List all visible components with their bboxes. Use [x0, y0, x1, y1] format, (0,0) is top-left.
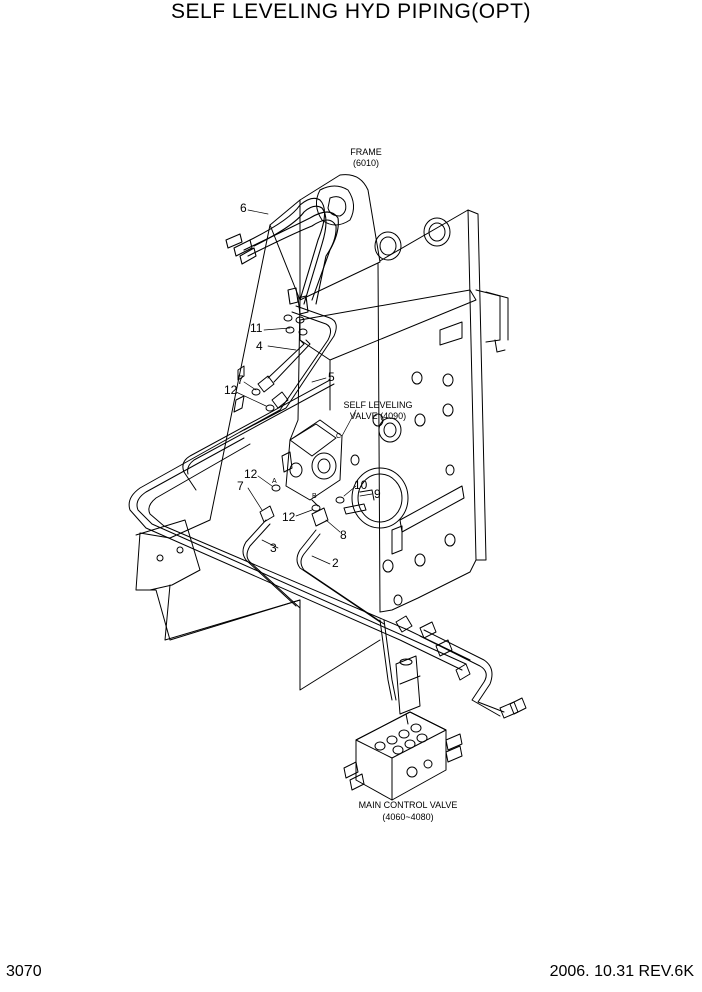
o-rings-top [283, 314, 308, 336]
fittings-left-7-12 [233, 365, 289, 413]
callout-12-middle: 12 [244, 467, 258, 481]
mcv-name-label: MAIN CONTROL VALVE [359, 800, 458, 810]
callout-3: 3 [270, 541, 277, 555]
callout-8: 8 [340, 528, 347, 542]
fittings-center [259, 484, 375, 527]
long-pipe-runs [128, 379, 527, 719]
callout-10: 10 [354, 478, 368, 492]
self-leveling-valve-part [281, 419, 343, 507]
relief-valve-part [395, 655, 421, 725]
page-number: 3070 [6, 963, 42, 980]
slv-code-label: VALVE (4090) [350, 411, 406, 421]
callout-12-upper: 12 [224, 383, 238, 397]
callout-5: 5 [328, 370, 335, 384]
port-c-label: C [336, 433, 341, 440]
pipe-4-11 [239, 305, 337, 433]
callout-2: 2 [332, 556, 339, 570]
callout-7-upper: 7 [237, 373, 244, 387]
port-b-label: B [312, 493, 317, 500]
callout-11: 11 [250, 321, 263, 335]
callout-6: 6 [240, 201, 247, 215]
leader-lines [235, 209, 373, 565]
page-title: SELF LEVELING HYD PIPING(OPT) [171, 0, 531, 23]
port-a-label: A [272, 478, 277, 485]
slv-name-label: SELF LEVELING [343, 400, 412, 410]
frame-part [135, 174, 509, 691]
mcv-code-label: (4060~4080) [382, 812, 433, 822]
callout-12-lower: 12 [282, 510, 296, 524]
callout-7-middle: 7 [237, 479, 244, 493]
date-revision: 2006. 10.31 REV.6K [549, 963, 694, 980]
frame-name-label: FRAME [350, 147, 382, 157]
hose-assembly-6 [225, 197, 339, 315]
callout-9: 9 [374, 487, 381, 501]
frame-code-label: (6010) [353, 158, 379, 168]
main-control-valve-part [343, 711, 463, 801]
callout-4: 4 [256, 339, 263, 353]
pipe-3-2 [242, 519, 385, 625]
